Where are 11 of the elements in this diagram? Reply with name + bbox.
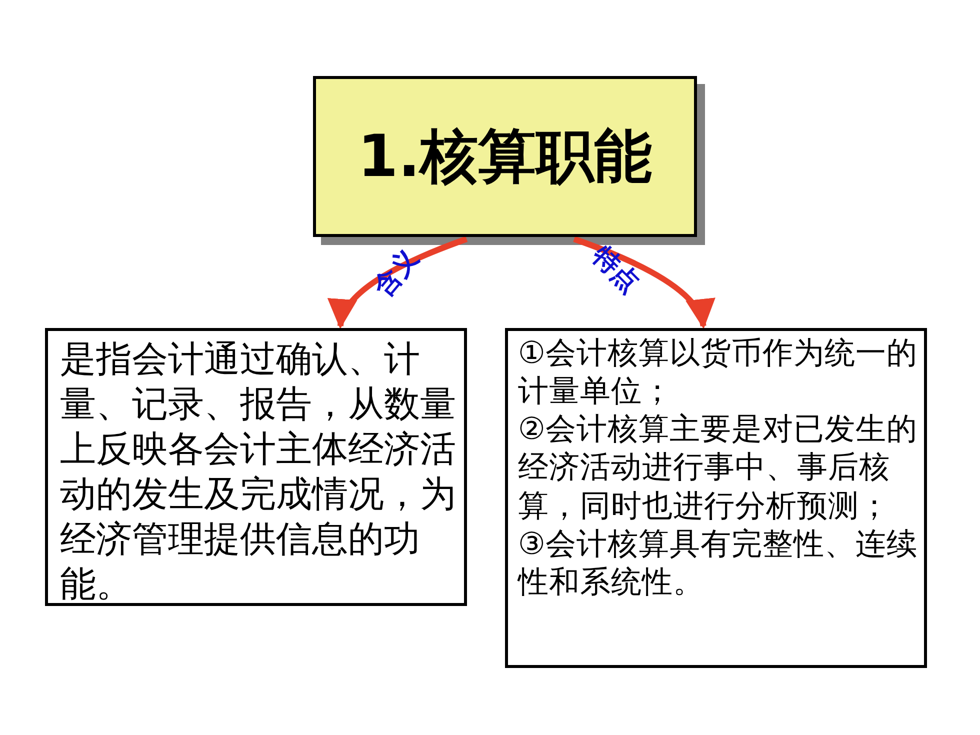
arrow	[573, 236, 712, 329]
title-text: 1.核算职能	[358, 121, 652, 192]
paragraph: ②会计核算主要是对已发生的经济活动进行事中、事后核算，同时也进行分析预测；	[518, 411, 918, 526]
paragraph: 是指会计通过确认、计量、记录、报告，从数量上反映各会计主体经济活动的发生及完成情况，为经济管理提供信息的功能。	[60, 338, 456, 607]
title-box	[313, 76, 697, 237]
arrow	[330, 236, 468, 329]
paragraph: ①会计核算以货币作为统一的计量单位；	[518, 335, 918, 412]
edge-label: 特点	[586, 240, 646, 300]
text-box	[505, 328, 927, 668]
edge-label: 含义	[367, 242, 426, 304]
paragraph: ③会计核算具有完整性、连续性和系统性。	[518, 526, 918, 602]
